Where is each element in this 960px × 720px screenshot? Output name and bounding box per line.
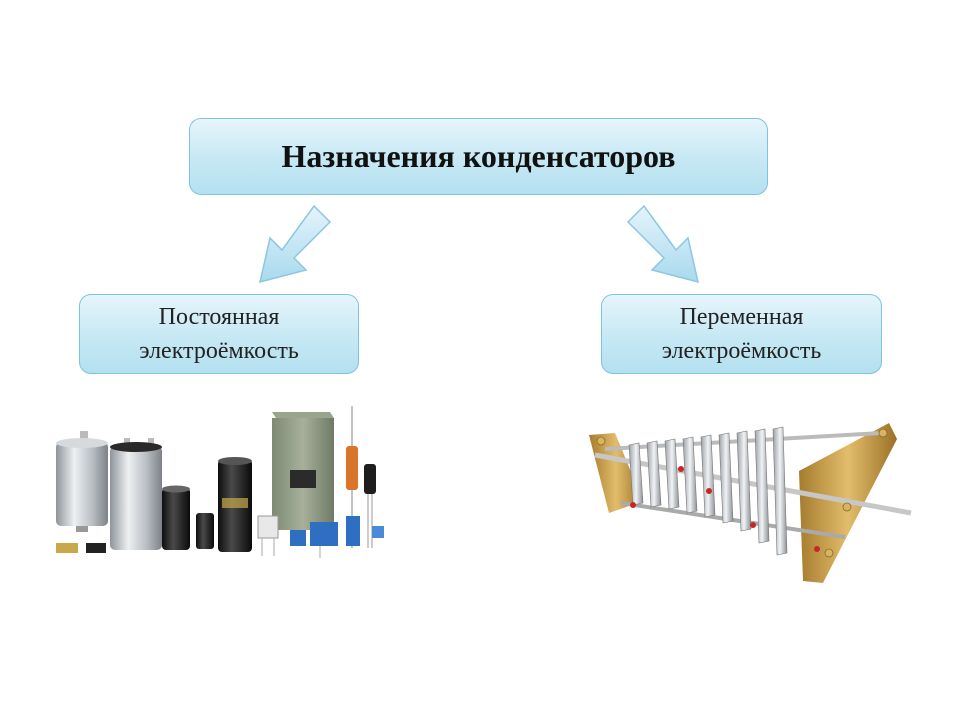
fixed-capacitance-line1: Постоянная bbox=[139, 300, 299, 334]
fixed-capacitance-box: Постоянная электроёмкость bbox=[79, 294, 359, 374]
variable-capacitance-line1: Переменная bbox=[662, 300, 822, 334]
arrow-left-down-icon bbox=[248, 202, 338, 286]
arrow-right-down-icon bbox=[620, 202, 710, 286]
variable-capacitance-label: Переменная электроёмкость bbox=[662, 300, 822, 368]
diagram-title: Назначения конденсаторов bbox=[282, 138, 676, 175]
fixed-capacitance-line2: электроёмкость bbox=[139, 334, 299, 368]
fixed-capacitance-label: Постоянная электроёмкость bbox=[139, 300, 299, 368]
title-box: Назначения конденсаторов bbox=[189, 118, 768, 195]
fixed-capacitors-image bbox=[50, 398, 395, 563]
variable-capacitance-line2: электроёмкость bbox=[662, 334, 822, 368]
variable-capacitance-box: Переменная электроёмкость bbox=[601, 294, 882, 374]
variable-capacitor-image bbox=[585, 405, 915, 583]
